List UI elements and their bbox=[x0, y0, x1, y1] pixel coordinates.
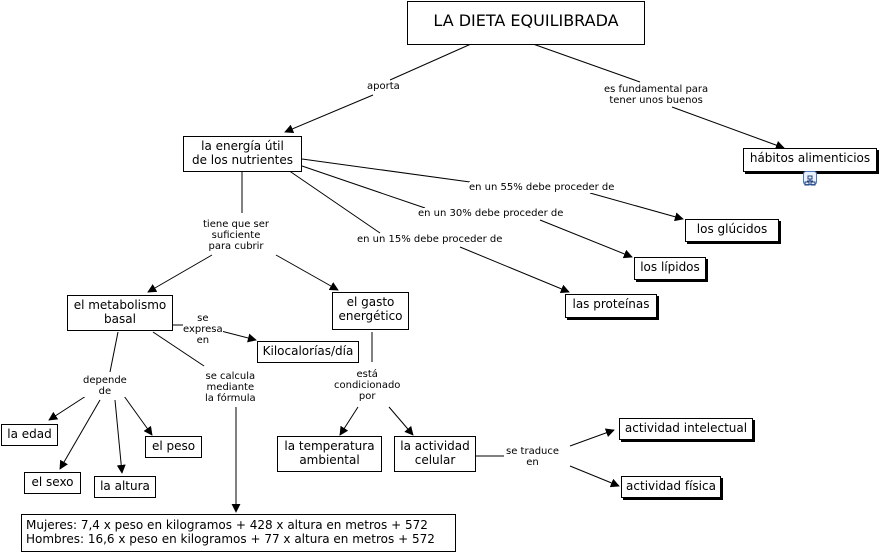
node-kilocalorias[interactable]: Kilocalorías/día bbox=[257, 341, 359, 363]
node-altura[interactable]: la altura bbox=[94, 476, 156, 498]
node-actividad-intelectual[interactable]: actividad intelectual bbox=[619, 418, 753, 440]
node-metabolismo[interactable]: el metabolismo basal bbox=[67, 295, 173, 331]
node-proteinas[interactable]: las proteínas bbox=[565, 294, 657, 318]
concept-map-icon-glyph bbox=[804, 175, 816, 186]
link-label-condicionado: está condicionado por bbox=[334, 369, 401, 402]
concept-map-icon[interactable] bbox=[803, 171, 817, 186]
node-edad[interactable]: la edad bbox=[1, 424, 58, 446]
node-actividad-fisica[interactable]: actividad física bbox=[621, 476, 721, 498]
link-label-aporta: aporta bbox=[367, 81, 400, 92]
link-label-depende: depende de bbox=[83, 375, 127, 397]
node-temperatura[interactable]: la temperatura ambiental bbox=[277, 436, 382, 472]
link-label-expresa: se expresa en bbox=[183, 313, 223, 346]
node-glucidos[interactable]: los glúcidos bbox=[685, 219, 779, 242]
link-label-30: en un 30% debe proceder de bbox=[418, 208, 564, 219]
link-label-suficiente: tiene que ser suficiente para cubrir bbox=[203, 219, 270, 252]
node-lipidos[interactable]: los lípidos bbox=[634, 257, 706, 280]
node-actividad-celular[interactable]: la actividad celular bbox=[394, 436, 476, 472]
node-sexo[interactable]: el sexo bbox=[24, 472, 81, 494]
node-energia[interactable]: la energía útil de los nutrientes bbox=[183, 136, 302, 172]
node-habitos[interactable]: hábitos alimenticios bbox=[743, 148, 877, 172]
link-label-fundamental: es fundamental para tener unos buenos bbox=[604, 84, 709, 106]
link-label-calcula: se calcula mediante la fórmula bbox=[205, 371, 256, 404]
node-peso[interactable]: el peso bbox=[145, 436, 202, 458]
node-formula[interactable]: Mujeres: 7,4 x peso en kilogramos + 428 … bbox=[21, 514, 456, 552]
node-title[interactable]: LA DIETA EQUILIBRADA bbox=[407, 1, 645, 45]
link-label-15: en un 15% debe proceder de bbox=[357, 234, 503, 245]
link-label-traduce: se traduce en bbox=[506, 446, 560, 468]
node-gasto[interactable]: el gasto energético bbox=[332, 292, 409, 330]
link-label-55: en un 55% debe proceder de bbox=[469, 182, 615, 193]
